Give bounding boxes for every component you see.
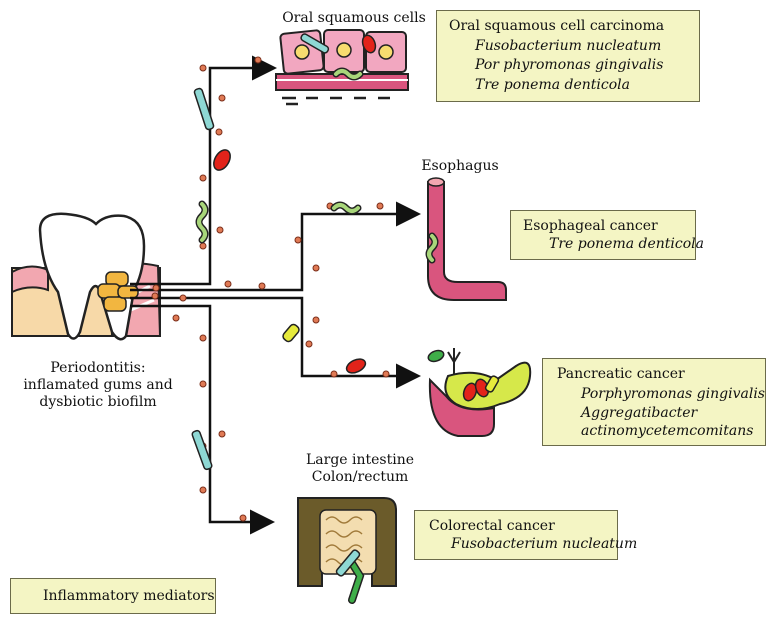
- bacteria-on-paths: [191, 87, 367, 471]
- colorectal-fusobacterium-label: Fusobacterium nucleatum: [451, 536, 638, 552]
- esophagus-illustration: [425, 177, 507, 301]
- periodontitis-label-line3: dysbiotic biofilm: [39, 394, 157, 410]
- pancreatic-cancer-title: Pancreatic cancer: [557, 366, 685, 382]
- connector-lines: [130, 55, 421, 535]
- oral-squamous-cells-illustration: [275, 29, 409, 106]
- oral-porphyromonas-label: Por phyromonas gingivalis: [475, 57, 664, 73]
- large-intestine-label: Large intestine: [305, 452, 415, 468]
- pancreas-illustration: [427, 348, 532, 437]
- esophageal-treponema-label: Tre ponema denticola: [549, 236, 704, 252]
- plaque-biofilm: [97, 271, 139, 312]
- legend-box: Inflammatory mediators: [10, 578, 216, 614]
- pancreatic-porphyromonas-label: Porphyromonas gingivalis: [581, 386, 765, 402]
- tooth-gum-illustration: [11, 212, 162, 341]
- pancreatic-aggregatibacter-label: Aggregatibacter: [581, 405, 698, 421]
- pancreatic-actinomycetemcomitans-label: actinomycetemcomitans: [581, 423, 754, 439]
- oral-treponema-label: Tre ponema denticola: [475, 77, 630, 93]
- oral-carcinoma-box: Oral squamous cell carcinoma Fusobacteri…: [436, 10, 700, 102]
- oral-squamous-cells-label: Oral squamous cells: [282, 10, 426, 26]
- periodontitis-label-line2: inflamated gums and: [23, 377, 173, 393]
- periodontitis-label-line1: Periodontitis:: [50, 360, 146, 376]
- pancreatic-cancer-box: Pancreatic cancer Porphyromonas gingival…: [542, 358, 766, 446]
- esophageal-cancer-title: Esophageal cancer: [523, 218, 658, 234]
- colorectal-cancer-box: Colorectal cancer Fusobacterium nucleatu…: [414, 510, 637, 560]
- esophageal-cancer-box: Esophageal cancer Tre ponema denticola: [510, 210, 704, 260]
- oral-carcinoma-title: Oral squamous cell carcinoma: [449, 18, 665, 34]
- colorectal-cancer-title: Colorectal cancer: [429, 518, 555, 534]
- oral-fusobacterium-label: Fusobacterium nucleatum: [475, 38, 662, 54]
- colon-rectum-label: Colon/rectum: [311, 469, 409, 485]
- esophagus-label: Esophagus: [421, 158, 499, 174]
- large-intestine-illustration: [297, 497, 397, 604]
- legend-mediators-label: Inflammatory mediators: [43, 588, 215, 604]
